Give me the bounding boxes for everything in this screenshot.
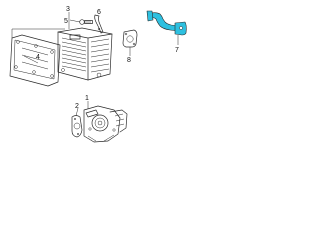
callout-8: 8 xyxy=(127,57,131,64)
egr-pipe-part-7[interactable] xyxy=(146,10,187,45)
callout-4: 4 xyxy=(36,54,40,61)
clip-part-6[interactable] xyxy=(94,14,104,34)
egr-cooler-body[interactable] xyxy=(57,27,113,81)
callout-2: 2 xyxy=(75,103,79,110)
egr-valve-part-1[interactable] xyxy=(83,105,128,143)
parts-diagram: 1 2 3 4 5 6 7 8 xyxy=(9,6,187,143)
leader-part-2 xyxy=(75,107,79,117)
callout-1: 1 xyxy=(85,95,89,102)
callout-3: 3 xyxy=(66,6,70,13)
callout-5: 5 xyxy=(64,18,68,25)
leader-part-4 xyxy=(23,55,39,64)
bolt-part-5[interactable] xyxy=(69,19,93,25)
leader-part-3 xyxy=(11,28,65,38)
cooler-plate-part-2[interactable] xyxy=(9,34,61,87)
gasket-part-8[interactable] xyxy=(122,29,138,56)
callout-7: 7 xyxy=(175,47,179,54)
egr-pipe-body xyxy=(150,12,179,32)
callout-6: 6 xyxy=(97,9,101,16)
gasket-part-2[interactable] xyxy=(71,115,83,138)
egr-pipe-bolt-hole xyxy=(179,26,183,30)
egr-pipe-flange-left xyxy=(146,10,154,22)
